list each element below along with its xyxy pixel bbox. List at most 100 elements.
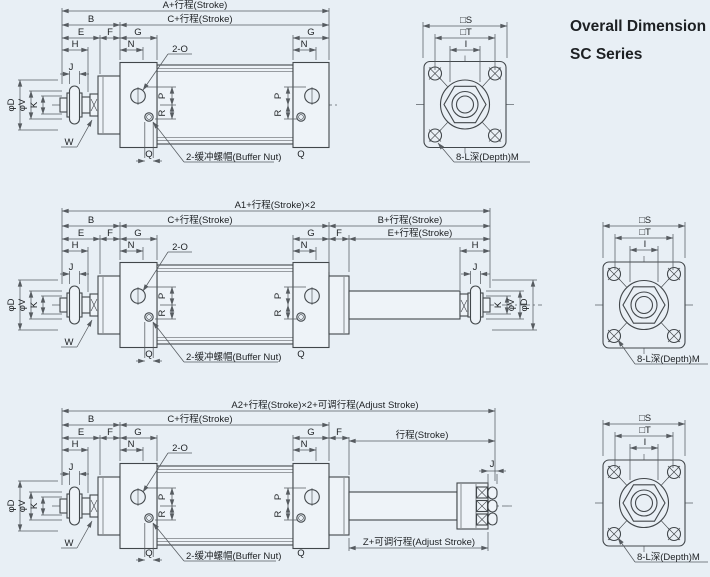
dim-n-front: N	[128, 240, 135, 251]
view-adjustable-stroke-cylinder: A2+行程(Stroke)×2+可调行程(Adjust Stroke) B C+…	[6, 399, 512, 563]
dim-e-stroke: E+行程(Stroke)	[388, 227, 453, 239]
dim-a-stroke: A+行程(Stroke)	[163, 0, 228, 11]
dim-e: E	[78, 228, 84, 239]
dim-square-s: □S	[639, 215, 651, 226]
dim-f-front: F	[107, 427, 113, 438]
dim-c-stroke: C+行程(Stroke)	[167, 413, 232, 425]
dim-phi-d: φD	[6, 98, 17, 111]
dim-f-rear: F	[336, 228, 342, 239]
dim-q-front: Q	[145, 349, 152, 360]
dim-g-front: G	[134, 27, 141, 38]
dim-i: I	[465, 39, 468, 50]
title-block: Overall Dimension SC Series	[570, 18, 706, 63]
dim-r-rear: R	[273, 510, 284, 517]
dim-g-rear: G	[307, 228, 314, 239]
dim-j-rear: J	[473, 262, 478, 273]
dim-w: W	[65, 538, 74, 549]
end-view-basic: □S □T I 8-L深(Depth)M	[416, 15, 530, 163]
dim-q-rear: Q	[297, 149, 304, 160]
dim-square-s: □S	[460, 15, 472, 26]
dim-f: F	[107, 27, 113, 38]
dim-g-front: G	[134, 228, 141, 239]
dim-phi-d-right: φD	[519, 298, 530, 311]
label-buffer-nut: 2-缓冲螺帽(Buffer Nut)	[186, 151, 281, 163]
dim-f-front: F	[107, 228, 113, 239]
label-8-l-depth-m: 8-L深(Depth)M	[637, 354, 700, 365]
dim-g-rear: G	[307, 427, 314, 438]
dim-j-front: J	[69, 262, 74, 273]
label-port-2-o: 2-O	[172, 443, 188, 454]
dim-r-front: R	[157, 309, 168, 316]
dim-k: K	[29, 502, 40, 509]
label-buffer-nut: 2-缓冲螺帽(Buffer Nut)	[186, 351, 281, 363]
dim-r-rear: R	[273, 309, 284, 316]
dim-c-stroke: C+行程(Stroke)	[167, 214, 232, 226]
dim-n-rear: N	[301, 439, 308, 450]
dim-p-front: P	[157, 293, 168, 299]
dim-r-rear: R	[273, 109, 284, 116]
adjuster-knurl	[475, 486, 498, 526]
dim-b: B	[88, 414, 94, 425]
dim-i: I	[644, 437, 647, 448]
dim-e: E	[78, 27, 84, 38]
dim-r-front: R	[157, 109, 168, 116]
dim-p-rear: P	[273, 93, 284, 99]
page-title: Overall Dimension	[570, 18, 706, 35]
dim-f-rear: F	[336, 427, 342, 438]
dim-phi-v-right: φV	[506, 298, 517, 311]
dim-square-s: □S	[639, 413, 651, 424]
dim-r-front: R	[157, 510, 168, 517]
dim-n-rear: N	[301, 39, 308, 50]
dim-stroke: 行程(Stroke)	[396, 429, 449, 441]
dim-z-adjust-stroke: Z+可调行程(Adjust Stroke)	[363, 536, 475, 548]
dim-square-t: □T	[639, 425, 651, 436]
label-port-2-o: 2-O	[172, 242, 188, 253]
label-8-l-depth-m: 8-L深(Depth)M	[456, 152, 519, 163]
rear-rod-nut	[469, 285, 482, 325]
dim-b: B	[88, 215, 94, 226]
dim-p-front: P	[157, 93, 168, 99]
dim-k-left: K	[29, 301, 40, 308]
dim-h: H	[72, 39, 79, 50]
view-double-rod-cylinder: A1+行程(Stroke)×2 B C+行程(Stroke) B+行程(Stro…	[6, 199, 542, 364]
dim-a2-stroke-adjust: A2+行程(Stroke)×2+可调行程(Adjust Stroke)	[231, 399, 418, 411]
dim-square-t: □T	[639, 227, 651, 238]
dim-c-stroke: C+行程(Stroke)	[167, 13, 232, 25]
label-buffer-nut: 2-缓冲螺帽(Buffer Nut)	[186, 550, 281, 562]
dim-e: E	[78, 427, 84, 438]
dim-h-front: H	[72, 240, 79, 251]
dim-phi-v: φV	[17, 98, 28, 111]
dim-b-stroke: B+行程(Stroke)	[378, 214, 443, 226]
end-view-double-rod: □S □T I 8-L深(Depth)M	[595, 215, 708, 365]
dim-b: B	[88, 14, 94, 25]
dim-phi-v-left: φV	[17, 298, 28, 311]
dim-h-rear: H	[472, 240, 479, 251]
dim-square-t: □T	[460, 27, 472, 38]
view-basic-cylinder: A+行程(Stroke) B C+行程(Stroke) E F G G H N …	[6, 0, 340, 164]
dim-w: W	[65, 337, 74, 348]
rear-rod-cap	[328, 275, 350, 335]
dim-n-front: N	[128, 39, 135, 50]
dim-j-front: J	[69, 462, 74, 473]
dim-p-front: P	[157, 494, 168, 500]
adjust-rod	[348, 491, 458, 521]
dim-k: K	[29, 101, 40, 108]
dim-p-rear: P	[273, 494, 284, 500]
dim-w: W	[65, 137, 74, 148]
dim-n-front: N	[128, 439, 135, 450]
label-8-l-depth-m: 8-L深(Depth)M	[637, 552, 700, 563]
dim-j-rear: J	[490, 459, 495, 470]
dim-q-front: Q	[145, 149, 152, 160]
dim-i: I	[644, 239, 647, 250]
rear-rod-cap	[328, 476, 350, 536]
dim-phi-d: φD	[6, 499, 17, 512]
dim-g-rear: G	[307, 27, 314, 38]
dim-n-rear: N	[301, 240, 308, 251]
dim-q-rear: Q	[297, 548, 304, 559]
dim-q-front: Q	[145, 548, 152, 559]
dim-j: J	[69, 62, 74, 73]
dim-k-right: K	[493, 301, 504, 308]
series-subtitle: SC Series	[570, 46, 642, 63]
rear-piston-rod	[348, 290, 461, 320]
end-view-adjustable: □S □T I 8-L深(Depth)M	[595, 413, 708, 563]
